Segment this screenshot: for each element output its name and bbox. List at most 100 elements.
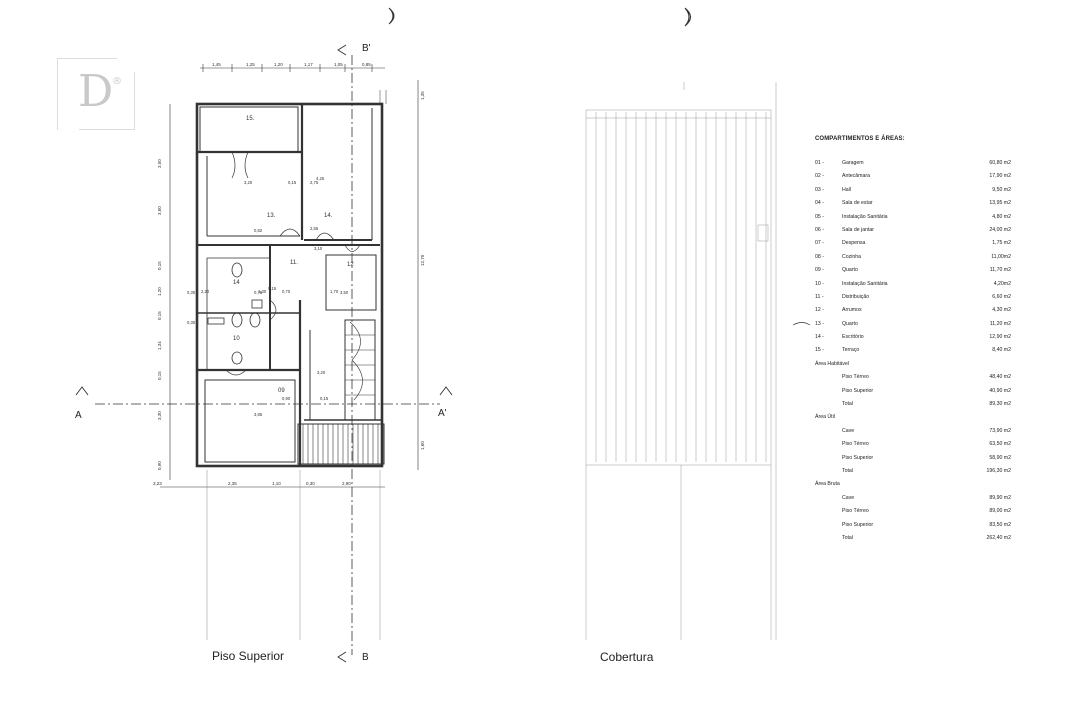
room-dimension: 3,10 bbox=[314, 246, 323, 251]
room-dimension: 3,50 bbox=[340, 290, 349, 295]
legend-room-area: 11,70 m2 bbox=[989, 267, 1011, 274]
legend-group-label: Total bbox=[842, 401, 853, 408]
legend-room-number: 13 - bbox=[815, 320, 824, 327]
top-dimension: 1,25 bbox=[246, 62, 255, 67]
legend-room-name: Quarto bbox=[842, 320, 858, 327]
room-number-label: 12 bbox=[347, 262, 354, 268]
room-dimension: 3,20 bbox=[317, 370, 326, 375]
top-dimension: 1,05 bbox=[334, 62, 343, 67]
left-dimension: 0,15 bbox=[157, 311, 162, 320]
top-dimension: 1,17 bbox=[304, 62, 313, 67]
legend-group-area: 89,30 m2 bbox=[989, 401, 1011, 408]
legend-group-area: 89,00 m2 bbox=[989, 508, 1011, 515]
legend-room-name: Arrumos bbox=[842, 307, 862, 314]
legend-room-area: 4,20m2 bbox=[993, 280, 1011, 287]
legend-row: 12 - Arrumos 4,30 m2 bbox=[815, 307, 1015, 320]
legend-group-area: 73,90 m2 bbox=[989, 427, 1011, 434]
legend-group-area: 63,50 m2 bbox=[989, 441, 1011, 448]
legend-room-name: Terraço bbox=[842, 347, 860, 354]
room-number-label: 14. bbox=[324, 213, 333, 219]
section-a-label: A bbox=[75, 410, 82, 421]
legend-room-area: 60,80 m2 bbox=[989, 160, 1011, 166]
legend-room-name: Cozinha bbox=[842, 253, 862, 260]
legend-group-row: Piso Térreo 89,00 m2 bbox=[815, 508, 1015, 521]
legend-room-name: Garagem bbox=[842, 160, 864, 166]
top-dimension: 1,20 bbox=[274, 62, 283, 67]
roof-title: Cobertura bbox=[600, 650, 654, 664]
legend-group-area: 40,90 m2 bbox=[989, 387, 1011, 394]
left-dimension: 1,20 bbox=[157, 287, 162, 296]
legend-group-label: Piso Térreo bbox=[842, 508, 869, 515]
bottom-dimension: 1,10 bbox=[272, 481, 281, 486]
legend-group-heading: Área Útil bbox=[815, 414, 1015, 427]
legend-room-name: Escritório bbox=[842, 334, 864, 341]
room-number-label: 11. bbox=[290, 260, 298, 266]
crescent-mark-icon bbox=[684, 7, 692, 27]
legend-group-label: Piso Térreo bbox=[842, 374, 869, 381]
legend-room-number: 01 - bbox=[815, 160, 824, 166]
right-dimension: 1,60 bbox=[420, 441, 425, 450]
room-number-label: 10 bbox=[233, 336, 240, 342]
legend-group-name: Área Habitável bbox=[815, 360, 850, 367]
legend-room-area: 8,40 m2 bbox=[992, 347, 1011, 354]
legend-room-name: Antecâmara bbox=[842, 173, 870, 180]
legend-group-name: Área Bruta bbox=[815, 481, 840, 488]
legend-room-area: 6,60 m2 bbox=[992, 293, 1011, 300]
legend-room-number: 15 - bbox=[815, 347, 824, 354]
room-dimension: 0,70 bbox=[282, 289, 291, 294]
left-dimension: 0,15 bbox=[157, 371, 162, 380]
room-dimension: 0,90 bbox=[282, 396, 291, 401]
room-dimension: 2,75 bbox=[310, 180, 319, 185]
room-dimension: 0,15 bbox=[268, 286, 277, 291]
left-dimension: 0,15 bbox=[157, 261, 162, 270]
legend-room-area: 1,75 m2 bbox=[992, 240, 1011, 247]
left-dimension: 3,30 bbox=[157, 411, 162, 420]
legend-group-label: Piso Superior bbox=[842, 387, 874, 394]
room-dimension: 1,30 bbox=[258, 289, 267, 294]
room-dimension: 0,82 bbox=[254, 228, 263, 233]
legend-group-row: Cave 73,90 m2 bbox=[815, 428, 1015, 441]
legend-room-area: 4,30 m2 bbox=[992, 307, 1011, 314]
legend-room-number: 08 - bbox=[815, 253, 824, 260]
legend-group-label: Piso Superior bbox=[842, 521, 874, 528]
legend-room-name: Despensa bbox=[842, 240, 866, 247]
top-dimension: 0,85 bbox=[362, 62, 371, 67]
legend-room-area: 4,80 m2 bbox=[992, 213, 1011, 220]
left-dimension: 1,34 bbox=[157, 341, 162, 350]
legend-room-name: Quarto bbox=[842, 267, 858, 274]
top-dimension: 1,45 bbox=[212, 62, 221, 67]
legend-room-number: 04 - bbox=[815, 200, 824, 207]
legend-group-label: Cave bbox=[842, 494, 855, 501]
section-b-prime-label: B' bbox=[362, 43, 371, 54]
crescent-mark-icon bbox=[388, 7, 395, 25]
legend-row: 15 - Terraço 8,40 m2 bbox=[815, 347, 1015, 360]
right-dimension: 12,70 bbox=[420, 254, 425, 266]
legend-room-name: Hall bbox=[842, 186, 851, 193]
legend-room-number: 06 - bbox=[815, 226, 824, 233]
legend-group-label: Piso Superior bbox=[842, 454, 874, 461]
legend-room-number: 14 - bbox=[815, 334, 824, 341]
left-dimension: 3,60 bbox=[157, 206, 162, 215]
legend-group-row: Total 89,30 m2 bbox=[815, 401, 1015, 414]
legend-group-label: Cave bbox=[842, 427, 855, 434]
legend-group-area: 58,90 m2 bbox=[989, 454, 1011, 461]
room-number-label: 14 bbox=[233, 280, 240, 286]
room-dimension: 0,75 bbox=[254, 290, 263, 295]
bottom-dimension: 0,30 bbox=[306, 481, 315, 486]
legend-room-number: 12 - bbox=[815, 307, 824, 314]
left-dimension: 3,50 bbox=[157, 159, 162, 168]
